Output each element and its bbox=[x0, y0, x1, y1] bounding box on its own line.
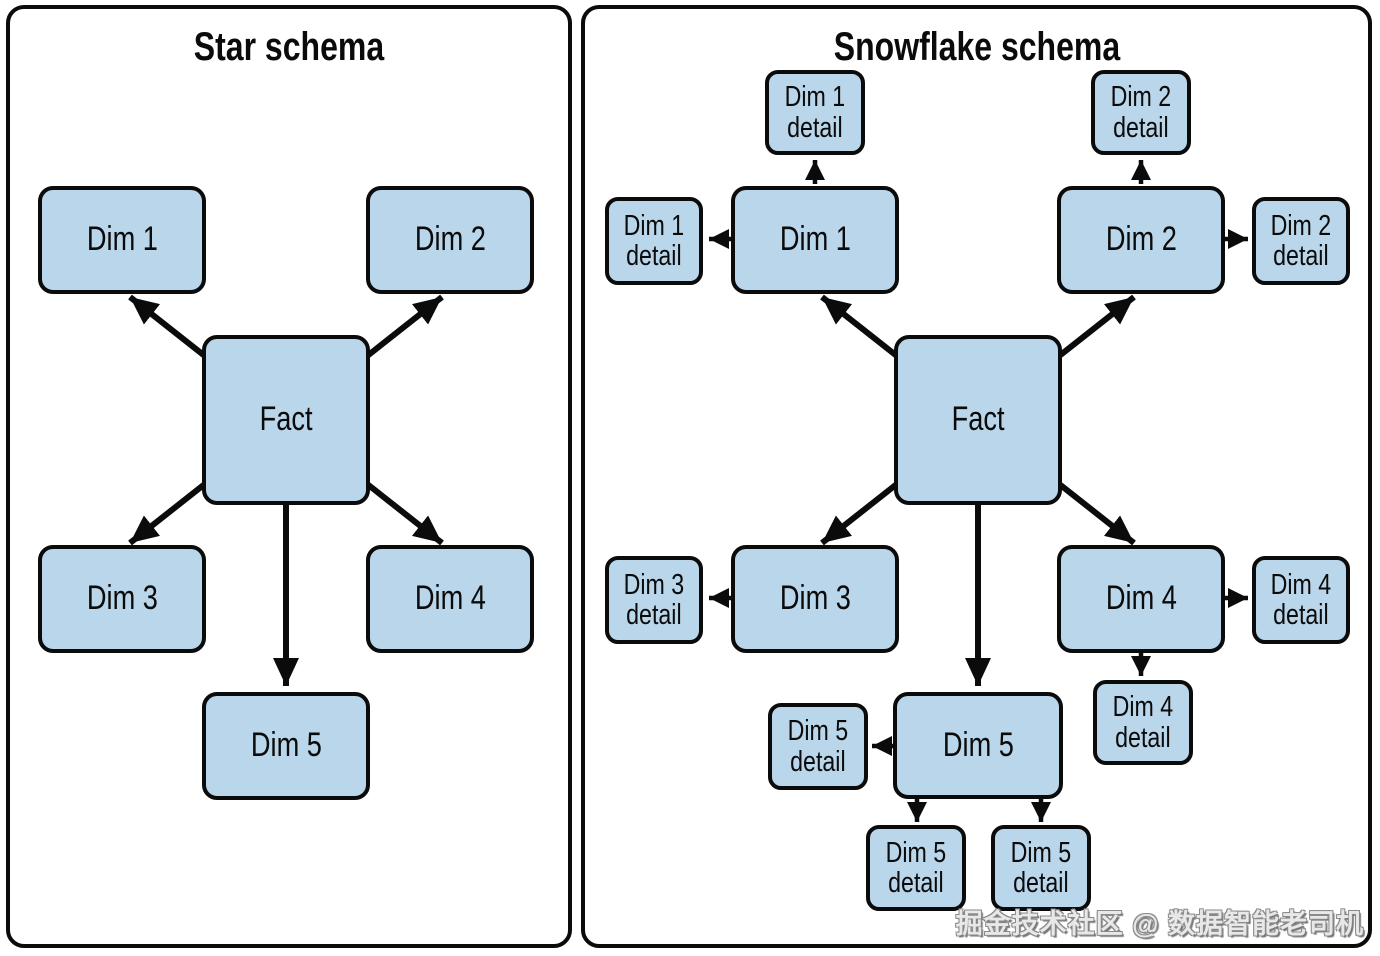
snowflake-dim4-detail-below-node: Dim 4 detail bbox=[1093, 680, 1193, 765]
snowflake-dim4-label: Dim 4 bbox=[1105, 579, 1177, 618]
snowflake-dim2-detail-top-node: Dim 2 detail bbox=[1091, 70, 1191, 155]
snowflake-dim4-detail-right-label: Dim 4 detail bbox=[1270, 568, 1332, 631]
star-dim1-node: Dim 1 bbox=[38, 186, 206, 294]
snowflake-schema-title: Snowflake schema bbox=[585, 25, 1368, 70]
star-dim5-label: Dim 5 bbox=[250, 726, 322, 765]
snowflake-dim4-node: Dim 4 bbox=[1057, 545, 1225, 653]
snowflake-dim1-detail-top-node: Dim 1 detail bbox=[765, 70, 865, 155]
snowflake-dim2-detail-right-label: Dim 2 detail bbox=[1270, 209, 1332, 272]
star-fact-node: Fact bbox=[202, 335, 370, 505]
star-dim3-node: Dim 3 bbox=[38, 545, 206, 653]
snowflake-dim2-detail-right-node: Dim 2 detail bbox=[1252, 197, 1350, 285]
snowflake-schema-title-text: Snowflake schema bbox=[833, 25, 1120, 69]
snowflake-dim5-node: Dim 5 bbox=[893, 692, 1063, 799]
snowflake-dim5-detail-bottom-right-node: Dim 5 detail bbox=[991, 825, 1091, 911]
watermark-text: 掘金技术社区 @ 数据智能老司机 bbox=[955, 909, 1364, 939]
snowflake-dim5-detail-bottom-left-node: Dim 5 detail bbox=[866, 825, 966, 911]
star-dim2-node: Dim 2 bbox=[366, 186, 534, 294]
snowflake-dim3-label: Dim 3 bbox=[779, 579, 851, 618]
star-dim5-node: Dim 5 bbox=[202, 692, 370, 800]
star-dim1-label: Dim 1 bbox=[86, 220, 158, 259]
star-schema-title: Star schema bbox=[10, 25, 568, 70]
snowflake-fact-node: Fact bbox=[894, 335, 1062, 505]
snowflake-fact-label: Fact bbox=[951, 400, 1005, 439]
snowflake-dim1-detail-top-label: Dim 1 detail bbox=[784, 81, 846, 144]
star-dim2-label: Dim 2 bbox=[414, 220, 486, 259]
snowflake-dim1-node: Dim 1 bbox=[731, 186, 899, 294]
snowflake-dim5-detail-left-label: Dim 5 detail bbox=[787, 715, 849, 778]
snowflake-dim4-detail-below-label: Dim 4 detail bbox=[1112, 691, 1174, 754]
snowflake-dim4-detail-right-node: Dim 4 detail bbox=[1252, 556, 1350, 644]
star-schema-title-text: Star schema bbox=[193, 25, 385, 69]
snowflake-dim1-label: Dim 1 bbox=[779, 220, 851, 259]
snowflake-dim2-detail-top-label: Dim 2 detail bbox=[1110, 81, 1172, 144]
snowflake-dim5-detail-bottom-right-label: Dim 5 detail bbox=[1010, 836, 1072, 899]
star-fact-label: Fact bbox=[259, 400, 313, 439]
snowflake-dim2-label: Dim 2 bbox=[1105, 220, 1177, 259]
snowflake-dim3-detail-left-label: Dim 3 detail bbox=[623, 568, 685, 631]
star-dim4-node: Dim 4 bbox=[366, 545, 534, 653]
star-dim3-label: Dim 3 bbox=[86, 579, 158, 618]
snowflake-dim1-detail-left-label: Dim 1 detail bbox=[623, 209, 685, 272]
snowflake-dim5-label: Dim 5 bbox=[942, 725, 1014, 764]
snowflake-dim1-detail-left-node: Dim 1 detail bbox=[605, 197, 703, 285]
snowflake-dim3-detail-left-node: Dim 3 detail bbox=[605, 556, 703, 644]
snowflake-dim3-node: Dim 3 bbox=[731, 545, 899, 653]
snowflake-dim5-detail-bottom-left-label: Dim 5 detail bbox=[885, 836, 947, 899]
star-dim4-label: Dim 4 bbox=[414, 579, 486, 618]
snowflake-dim2-node: Dim 2 bbox=[1057, 186, 1225, 294]
snowflake-dim5-detail-left-node: Dim 5 detail bbox=[768, 703, 868, 790]
